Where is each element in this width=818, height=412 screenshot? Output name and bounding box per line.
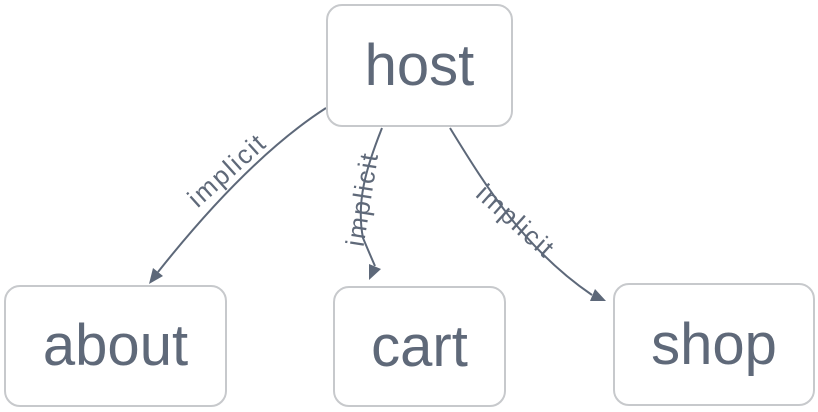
node-host[interactable]: host — [326, 4, 513, 127]
edge-host-cart: implicit — [340, 127, 384, 280]
arrowhead-icon — [149, 268, 163, 284]
edge-label-host-shop: implicit — [470, 178, 561, 264]
arrowhead-icon — [369, 264, 381, 280]
edge-line-host-cart[interactable] — [359, 127, 383, 267]
edge-host-shop: implicit — [449, 127, 606, 301]
edge-label-host-about: implicit — [181, 127, 272, 213]
node-label-about: about — [42, 313, 189, 378]
node-cart[interactable]: cart — [333, 286, 506, 407]
edge-line-host-shop[interactable] — [449, 127, 593, 296]
arrowhead-icon — [590, 289, 606, 301]
node-about[interactable]: about — [4, 285, 227, 407]
node-label-cart: cart — [371, 313, 468, 379]
edge-host-about: implicit — [149, 107, 327, 284]
node-shop[interactable]: shop — [613, 283, 815, 406]
node-label-shop: shop — [651, 311, 777, 377]
node-label-host: host — [364, 32, 475, 98]
edge-line-host-about[interactable] — [157, 107, 327, 273]
